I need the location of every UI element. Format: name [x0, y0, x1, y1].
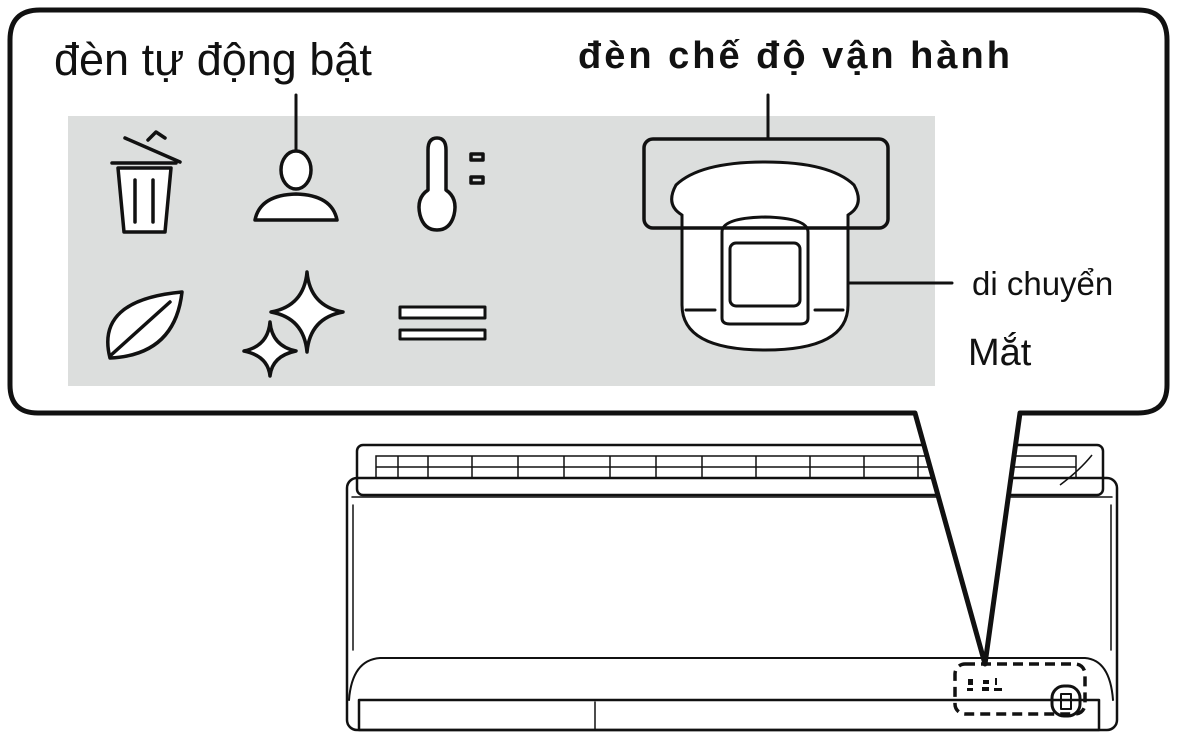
moving-label: di chuyển — [972, 265, 1113, 302]
air-conditioner-unit — [345, 443, 1119, 732]
leaf-icon — [106, 290, 184, 360]
eye-label: Mắt — [968, 331, 1032, 374]
operation-lamp-highlight — [642, 137, 890, 230]
trash-icon — [110, 130, 182, 234]
eye-sensor — [670, 160, 954, 352]
eye-sensor-small — [1050, 684, 1082, 718]
person-icon — [253, 149, 339, 222]
sparkle-icon — [242, 270, 345, 378]
mini-indicator-icons — [967, 678, 1002, 691]
operation-mode-lamp-label: đèn chế độ vận hành — [578, 35, 1013, 77]
auto-on-lamp-label: đèn tự động bật — [54, 34, 372, 85]
bars-icon — [398, 305, 487, 341]
indicator-area-highlight — [953, 662, 1087, 716]
thermometer-icon — [417, 136, 485, 232]
